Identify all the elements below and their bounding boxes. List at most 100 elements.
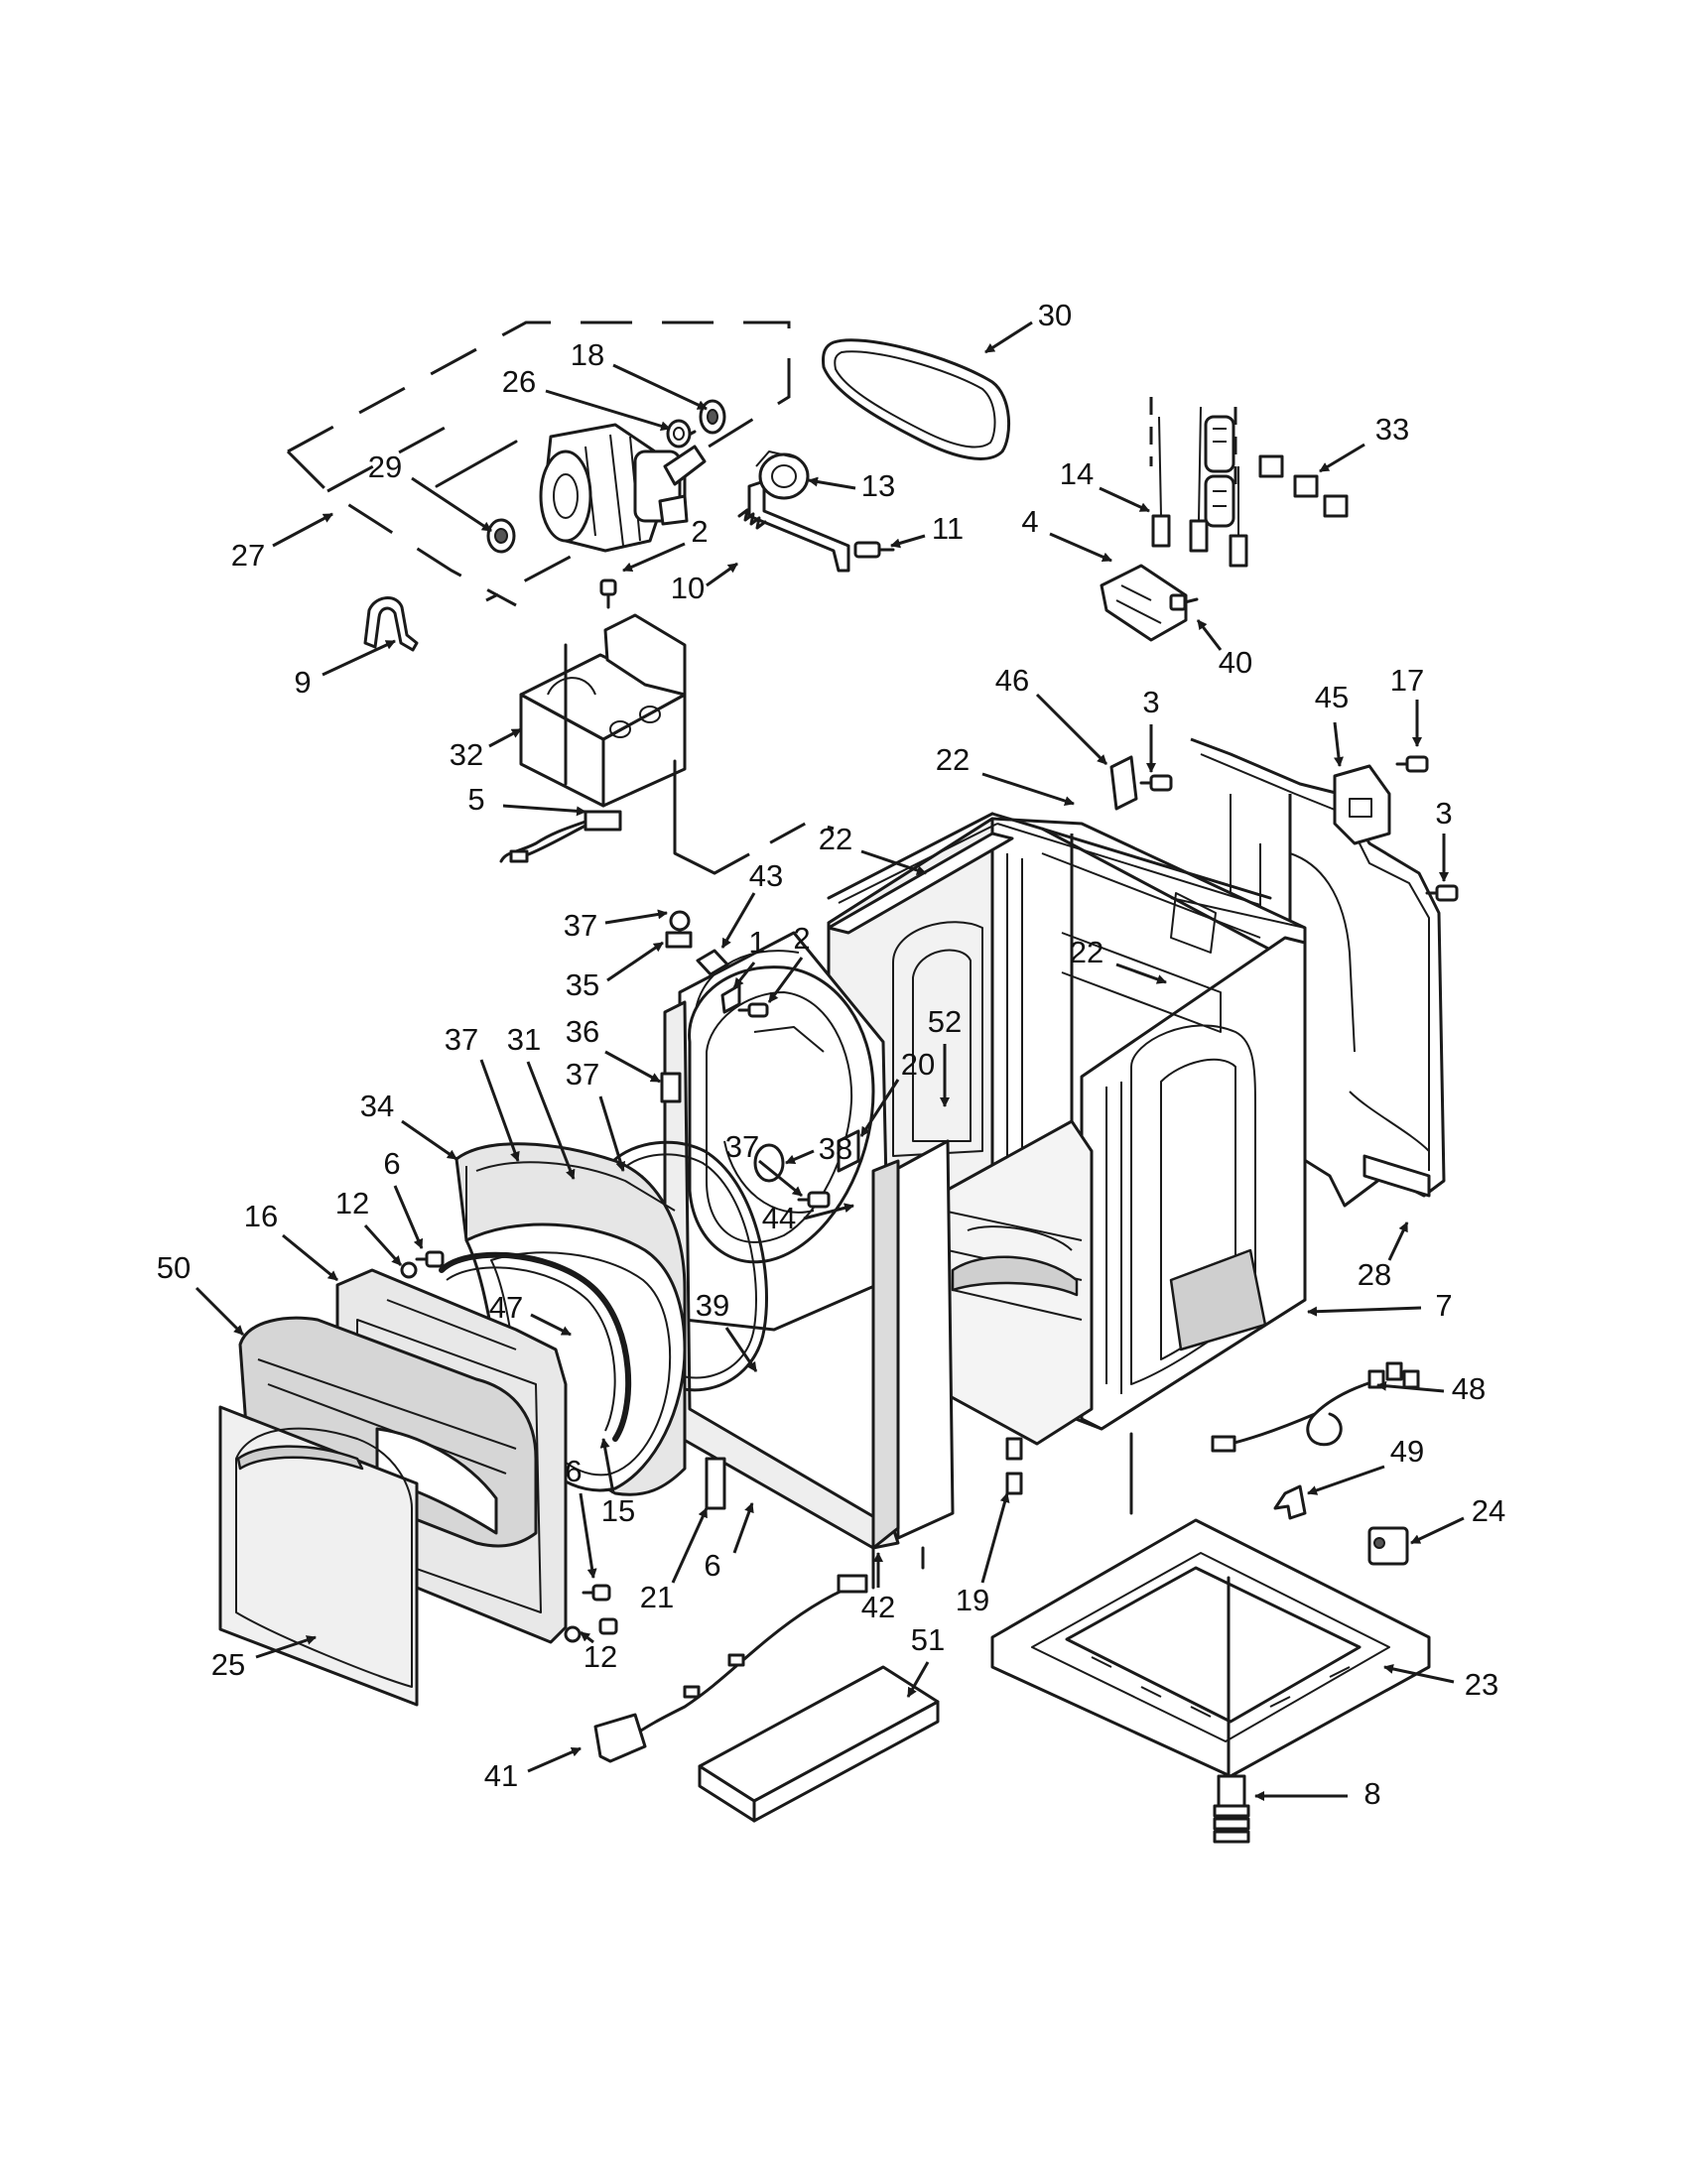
lamp-socket-43 — [696, 949, 729, 976]
callout-number: 49 — [1390, 1434, 1424, 1469]
callout-16: 16 — [244, 1199, 338, 1282]
callout-2: 2 — [622, 514, 709, 573]
callout-leader-39 — [724, 1327, 758, 1372]
callout-37: 37 — [445, 1022, 520, 1162]
callout-leader-40 — [1196, 619, 1223, 651]
callout-22: 22 — [1070, 935, 1167, 984]
callout-number: 21 — [640, 1580, 674, 1614]
callout-22: 22 — [819, 822, 927, 875]
motor-coupling-29 — [486, 518, 516, 554]
callout-6: 6 — [704, 1502, 754, 1583]
callout-number: 20 — [901, 1047, 935, 1082]
callout-leader-37 — [598, 1095, 626, 1172]
callout-18: 18 — [571, 337, 708, 411]
callout-leader-4 — [1049, 532, 1112, 563]
callout-number: 11 — [932, 511, 964, 546]
screw-17 — [1395, 755, 1429, 773]
bracket-46 — [1109, 755, 1138, 811]
callout-43: 43 — [720, 858, 783, 949]
callout-leader-6 — [732, 1502, 754, 1554]
callout-2: 2 — [767, 921, 811, 1003]
callout-number: 7 — [1435, 1288, 1452, 1323]
screw-6-lower — [582, 1584, 611, 1602]
callout-leader-19 — [980, 1492, 1010, 1584]
callout-number: 12 — [335, 1186, 369, 1220]
cover-45 — [1333, 764, 1391, 845]
callout-28: 28 — [1358, 1221, 1409, 1292]
callout-leader-22 — [981, 772, 1075, 806]
callout-11: 11 — [890, 511, 964, 549]
callout-number: 3 — [1142, 685, 1159, 719]
top-rail-left — [827, 832, 1014, 935]
callout-number: 33 — [1375, 412, 1409, 447]
callout-number: 44 — [762, 1201, 796, 1235]
callout-number: 41 — [484, 1758, 518, 1793]
callout-leader-43 — [720, 892, 756, 949]
callout-leader-50 — [195, 1286, 245, 1337]
callout-number: 30 — [1038, 298, 1072, 332]
callout-14: 14 — [1060, 456, 1150, 513]
callout-number: 16 — [244, 1199, 278, 1233]
callout-17: 17 — [1390, 663, 1424, 747]
callout-leader-28 — [1387, 1221, 1409, 1261]
callout-leader-36 — [604, 1050, 661, 1084]
callout-number: 29 — [368, 450, 402, 484]
screw-11 — [853, 541, 895, 559]
callout-23: 23 — [1383, 1663, 1498, 1702]
callout-leader-24 — [1410, 1516, 1465, 1545]
callout-leader-22 — [1115, 963, 1167, 984]
callout-number: 2 — [793, 921, 810, 956]
callout-25: 25 — [211, 1635, 317, 1682]
callout-leader-37 — [758, 1159, 803, 1198]
callout-37: 37 — [566, 1057, 626, 1172]
callout-8: 8 — [1254, 1776, 1381, 1811]
callout-39: 39 — [696, 1288, 758, 1372]
drive-motor — [539, 423, 707, 553]
callout-leader-6 — [579, 1492, 597, 1579]
callout-number: 1 — [748, 925, 765, 960]
clip-20 — [837, 1129, 860, 1173]
callout-49: 49 — [1307, 1434, 1424, 1495]
base-duct-51 — [698, 1665, 940, 1823]
callout-leader-20 — [859, 1079, 900, 1137]
callout-number: 17 — [1390, 663, 1424, 698]
screw-3-b — [1425, 884, 1459, 902]
callout-number: 52 — [928, 1004, 962, 1039]
drive-belt — [822, 338, 1011, 460]
callout-leader-37 — [479, 1059, 520, 1162]
callout-number: 28 — [1358, 1257, 1391, 1292]
callout-31: 31 — [507, 1022, 576, 1180]
callout-51: 51 — [906, 1622, 945, 1698]
callout-number: 18 — [571, 337, 604, 372]
callout-leader-22 — [860, 849, 927, 875]
callout-leader-41 — [527, 1746, 582, 1773]
callout-number: 48 — [1452, 1371, 1486, 1406]
callout-33: 33 — [1319, 412, 1409, 473]
motor-assembly-outline — [286, 321, 791, 607]
callout-leader-47 — [530, 1313, 572, 1337]
clip-19 — [1005, 1437, 1023, 1495]
callout-number: 36 — [566, 1014, 599, 1049]
rear-panel-duct — [1190, 737, 1446, 1208]
callout-leader-11 — [890, 534, 926, 549]
door-seal-button-38 — [753, 1143, 785, 1183]
bracket-36 — [660, 1072, 682, 1103]
callout-leader-38 — [785, 1149, 815, 1165]
callout-number: 4 — [1021, 504, 1038, 539]
screw-2-top — [599, 578, 617, 609]
callout-number: 22 — [819, 822, 852, 856]
idler-pulley-arm — [747, 450, 850, 573]
callout-27: 27 — [231, 512, 333, 573]
callout-6: 6 — [565, 1454, 597, 1579]
callout-number: 45 — [1315, 680, 1349, 714]
callout-47: 47 — [489, 1290, 572, 1337]
callout-10: 10 — [671, 562, 738, 605]
front-panel-frame — [663, 931, 955, 1550]
callout-leader-27 — [272, 512, 333, 548]
callout-20: 20 — [859, 1047, 935, 1137]
callout-5: 5 — [467, 782, 586, 817]
callout-number: 39 — [696, 1288, 729, 1323]
callout-number: 38 — [819, 1131, 852, 1166]
callout-leader-26 — [545, 389, 671, 432]
